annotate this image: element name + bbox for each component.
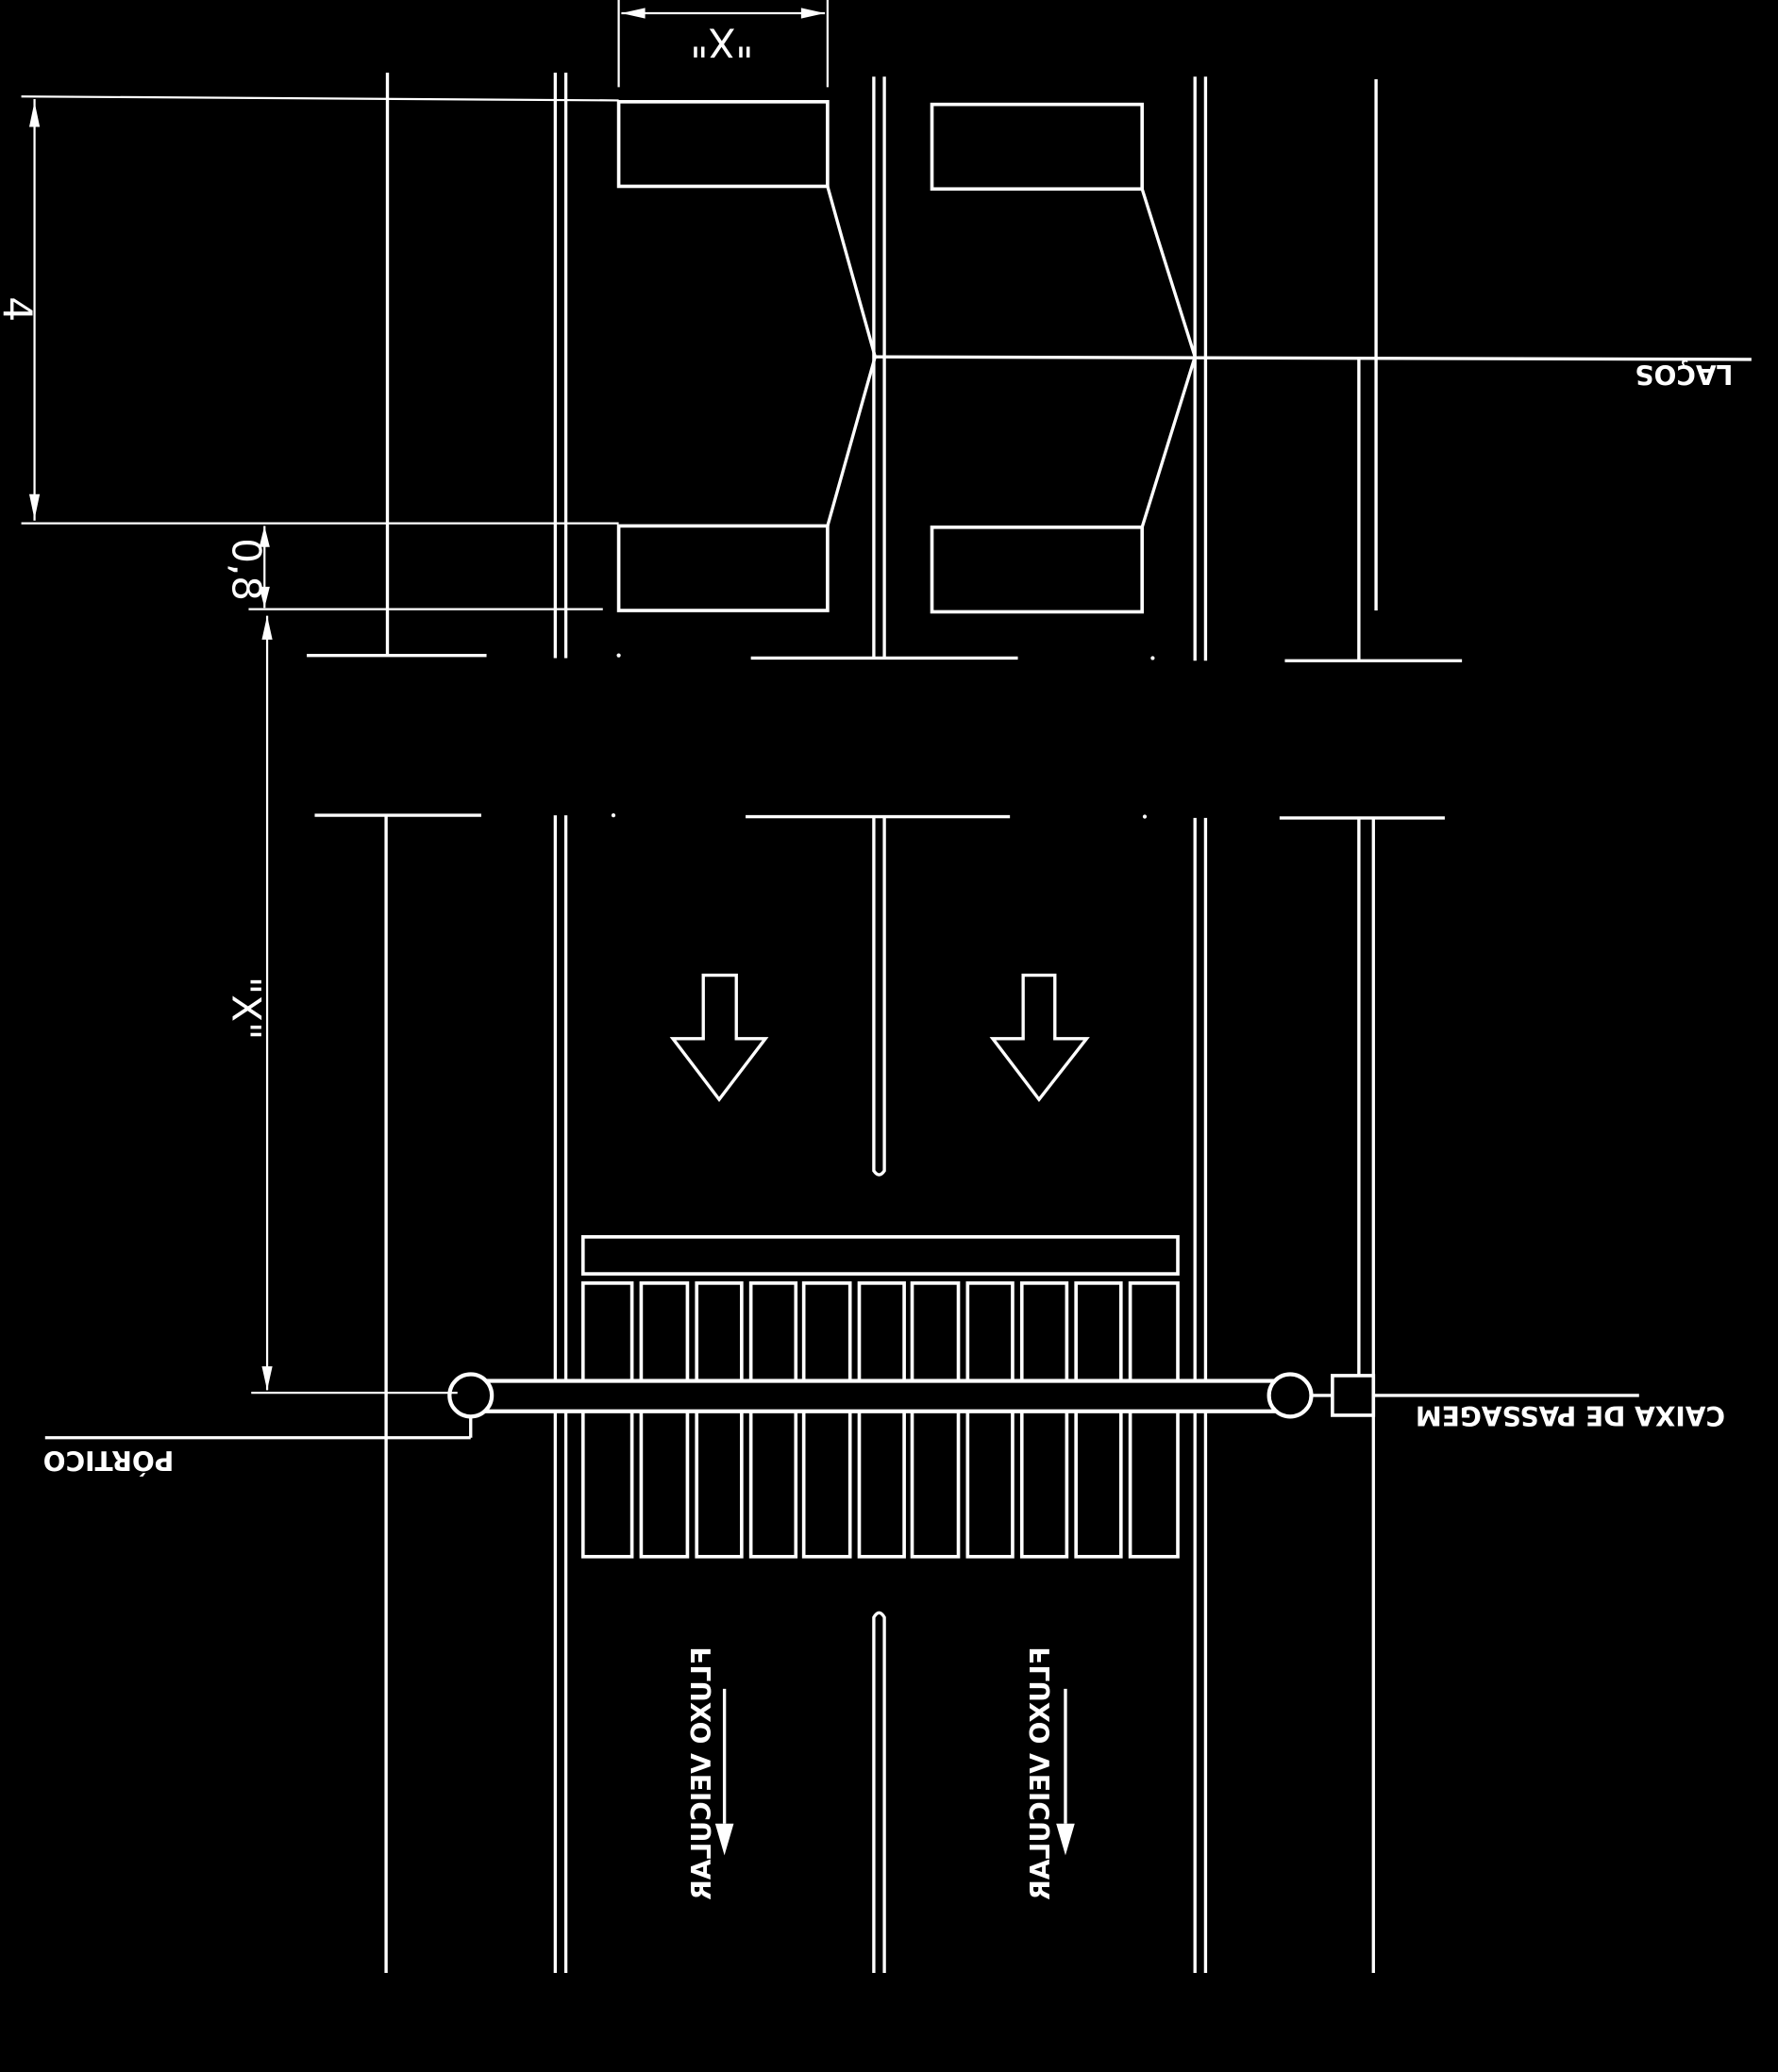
lacos-label: LAÇOS: [1635, 359, 1733, 390]
portico-gantry: [44, 1372, 1639, 1440]
dim-side-x-label: "X": [223, 977, 269, 1040]
road-lines-lower: [314, 813, 1445, 1973]
crosswalk: [580, 1235, 1180, 1559]
caixa-label: CAIXA DE PASSAGEM: [1416, 1400, 1725, 1431]
flow-indicator-1: [714, 1688, 734, 1856]
direction-arrows: [669, 973, 1090, 1102]
flow-indicator-2: [1056, 1688, 1075, 1856]
loop-detectors: [616, 100, 1752, 614]
dim-gap-label: 0,8: [223, 538, 269, 601]
dim-side-x: [251, 615, 458, 1395]
dim-left-4: [21, 95, 619, 525]
portico-label: PÓRTICO: [43, 1445, 175, 1477]
dim-gap: [248, 526, 603, 610]
fluxo-label-1: FLUXO VEICULAR: [686, 1646, 717, 1899]
fluxo-label-2: FLUXO VEICULAR: [1025, 1646, 1056, 1899]
dim-top-x-label: "X": [690, 20, 753, 66]
road-lines-upper: [307, 73, 1463, 662]
dim-left-4-label: 4: [0, 296, 41, 322]
dim-top-x: [617, 0, 829, 88]
